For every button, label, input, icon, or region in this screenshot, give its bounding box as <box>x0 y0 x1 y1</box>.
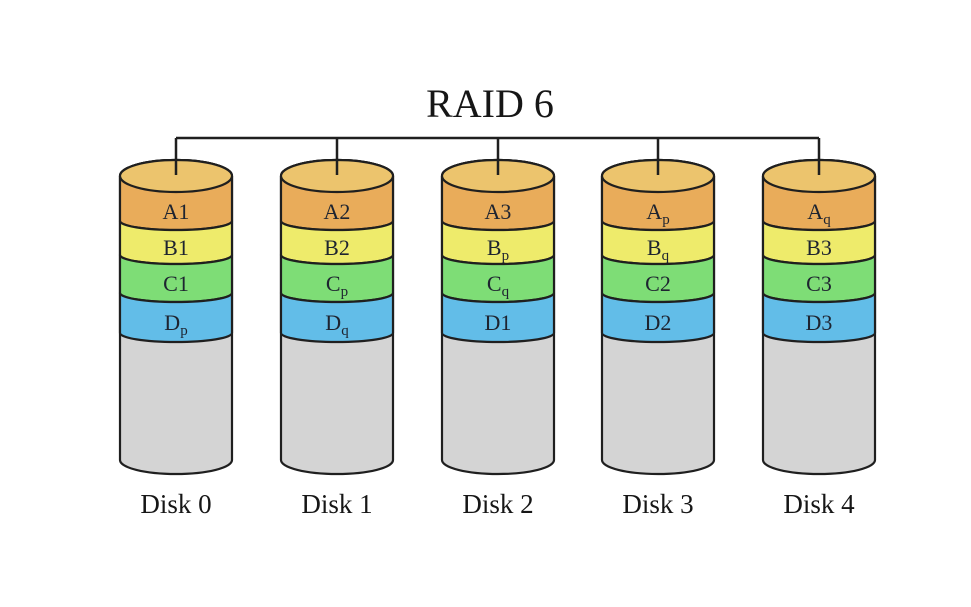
disk-caption-2: Disk 2 <box>462 489 533 519</box>
segment-label-d2: D2 <box>645 310 672 335</box>
segment-label-d1: D1 <box>485 310 512 335</box>
segment-d2 <box>600 291 716 344</box>
segment-label-a2: A2 <box>324 199 351 224</box>
disk-caption-1: Disk 1 <box>301 489 372 519</box>
segment-dq <box>279 291 395 344</box>
segment-dp <box>118 291 234 344</box>
segment-label-b3: B3 <box>806 235 832 260</box>
disk-caption-4: Disk 4 <box>783 489 855 519</box>
segment-label-b1: B1 <box>163 235 189 260</box>
segment-label-c2: C2 <box>645 271 671 296</box>
segment-label-c3: C3 <box>806 271 832 296</box>
disk-caption-3: Disk 3 <box>622 489 693 519</box>
segment-label-d3: D3 <box>806 310 833 335</box>
segment-label-a3: A3 <box>485 199 512 224</box>
segment-label-a1: A1 <box>163 199 190 224</box>
segment-label-c1: C1 <box>163 271 189 296</box>
disk-caption-0: Disk 0 <box>140 489 211 519</box>
segment-d1 <box>440 291 556 344</box>
segment-label-b2: B2 <box>324 235 350 260</box>
diagram-title: RAID 6 <box>426 81 554 126</box>
segment-d3 <box>761 291 877 344</box>
